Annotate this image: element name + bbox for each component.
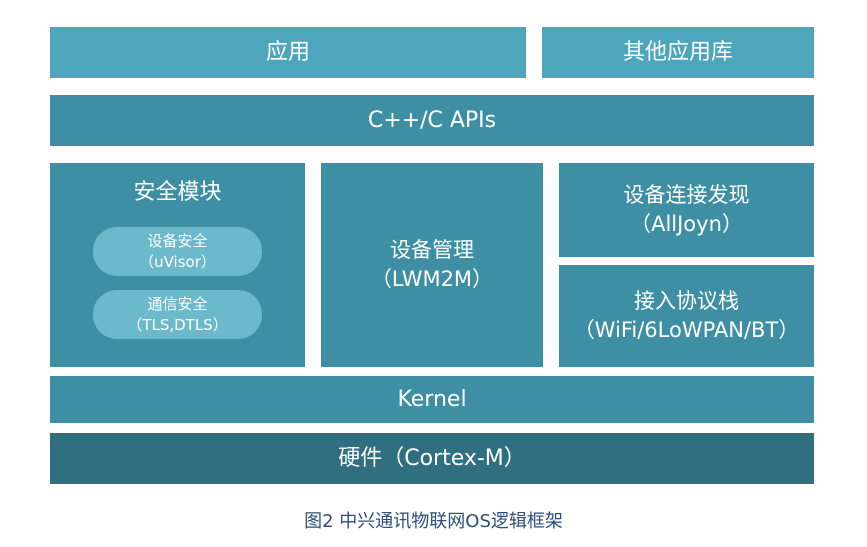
device-security-line2: （uVisor） bbox=[139, 252, 216, 271]
kernel-block: Kernel bbox=[50, 376, 814, 423]
access-protocol-line1: 接入协议栈 bbox=[634, 289, 739, 313]
comm-security-line1: 通信安全 bbox=[147, 294, 208, 313]
apps-label: 应用 bbox=[265, 39, 310, 65]
apps-block: 应用 bbox=[50, 27, 526, 78]
security-module-title: 安全模块 bbox=[133, 180, 222, 205]
other-libs-label: 其他应用库 bbox=[622, 39, 733, 65]
device-management-line1: 设备管理 bbox=[390, 238, 474, 262]
device-security-pill: 设备安全 （uVisor） bbox=[93, 227, 262, 276]
hardware-label: 硬件（Cortex-M） bbox=[338, 445, 526, 471]
comm-security-pill: 通信安全 （TLS,DTLS） bbox=[93, 290, 262, 339]
figure-caption: 图2 中兴通讯物联网OS逻辑框架 bbox=[304, 511, 563, 532]
hardware-block: 硬件（Cortex-M） bbox=[50, 433, 814, 484]
other-libs-block: 其他应用库 bbox=[542, 27, 814, 78]
access-protocol-block: 接入协议栈 （WiFi/6LoWPAN/BT） bbox=[559, 265, 814, 367]
device-security-line1: 设备安全 bbox=[147, 231, 208, 250]
access-protocol-line2: （WiFi/6LoWPAN/BT） bbox=[573, 318, 800, 342]
comm-security-line2: （TLS,DTLS） bbox=[127, 315, 228, 334]
device-management-block: 设备管理 （LWM2M） bbox=[321, 163, 543, 367]
device-discovery-block: 设备连接发现 （AllJoyn） bbox=[559, 163, 814, 257]
device-discovery-line1: 设备连接发现 bbox=[623, 183, 750, 207]
device-discovery-line2: （AllJoyn） bbox=[630, 212, 743, 236]
apis-label: C++/C APIs bbox=[367, 107, 497, 133]
apis-block: C++/C APIs bbox=[50, 95, 814, 146]
device-management-line2: （LWM2M） bbox=[370, 267, 494, 291]
kernel-label: Kernel bbox=[397, 386, 467, 412]
